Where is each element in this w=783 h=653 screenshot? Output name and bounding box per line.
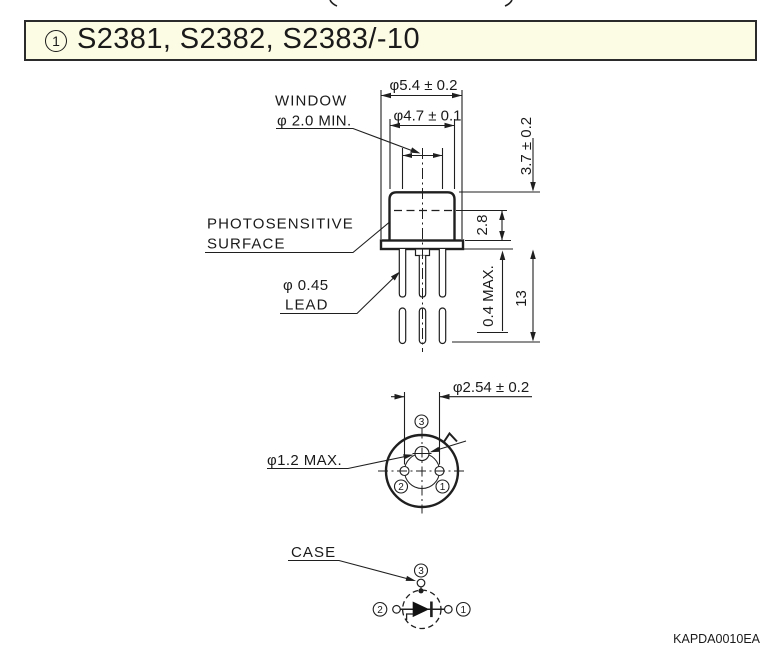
circuit-pin2-number: 2 bbox=[377, 605, 383, 616]
circuit-diagram bbox=[288, 559, 471, 630]
case-terminal-circle bbox=[416, 578, 426, 588]
bottom-arrowheads bbox=[394, 393, 450, 460]
leads bbox=[398, 249, 447, 345]
flange bbox=[379, 239, 465, 251]
photosensitive-surface-label-2: SURFACE bbox=[207, 236, 286, 253]
case-label: CASE bbox=[291, 544, 336, 561]
case-leader-arrowhead bbox=[405, 575, 416, 581]
extension-lines bbox=[380, 90, 540, 343]
bottom-pin3-number: 3 bbox=[419, 417, 425, 428]
dim-surface-to-flange: 2.8 bbox=[474, 215, 491, 236]
circuit-pin-number-circles bbox=[372, 563, 471, 617]
bottom-view bbox=[267, 392, 532, 514]
tab-notch bbox=[442, 431, 458, 444]
dim-cap-height: 3.7 ± 0.2 bbox=[518, 117, 535, 175]
photosensitive-surface-label: PHOTOSENSITIVE bbox=[207, 216, 354, 233]
dim-flange-diameter: φ5.4 ± 0.2 bbox=[390, 77, 458, 94]
bottom-extension-lines bbox=[391, 392, 532, 465]
dim-center-pin: φ1.2 MAX. bbox=[267, 452, 342, 469]
circled-number-badge: 1 bbox=[45, 29, 67, 52]
cropped-text-fragment bbox=[329, 0, 513, 7]
circuit-pin1-number: 1 bbox=[461, 605, 467, 616]
dim-lead-circle: φ2.54 ± 0.2 bbox=[453, 379, 529, 396]
window-diameter-label: φ 2.0 MIN. bbox=[277, 113, 352, 130]
photodiode-corner-mark bbox=[405, 613, 414, 620]
page-title: S2381, S2382, S2383/-10 bbox=[77, 23, 420, 55]
terminal2-circle bbox=[392, 604, 401, 614]
bottom-centerlines bbox=[378, 428, 467, 514]
side-view bbox=[205, 90, 540, 352]
window-label: WINDOW bbox=[275, 93, 347, 110]
bottom-pin1-number: 1 bbox=[440, 482, 446, 493]
dim-lead-length: 13 bbox=[513, 290, 530, 307]
case-leader-line bbox=[288, 559, 409, 580]
lead-label: LEAD bbox=[285, 297, 329, 314]
bottom-pin2-number: 2 bbox=[398, 482, 404, 493]
terminal1-circle bbox=[443, 604, 453, 614]
document-code: KAPDA0010EA bbox=[673, 632, 761, 646]
leader-lines bbox=[205, 127, 418, 315]
header-bar: 1 S2381, S2382, S2383/-10 bbox=[24, 20, 757, 61]
circuit-pin3-number: 3 bbox=[418, 566, 424, 577]
lead-diameter-label: φ 0.45 bbox=[283, 277, 329, 294]
photodiode-triangle bbox=[412, 601, 430, 618]
bottom-pin-number-circles bbox=[393, 414, 450, 494]
dim-flange-thickness: 0.4 MAX. bbox=[480, 265, 497, 327]
dim-cap-diameter: φ4.7 ± 0.1 bbox=[394, 108, 462, 125]
case-junction-dot bbox=[418, 588, 424, 594]
